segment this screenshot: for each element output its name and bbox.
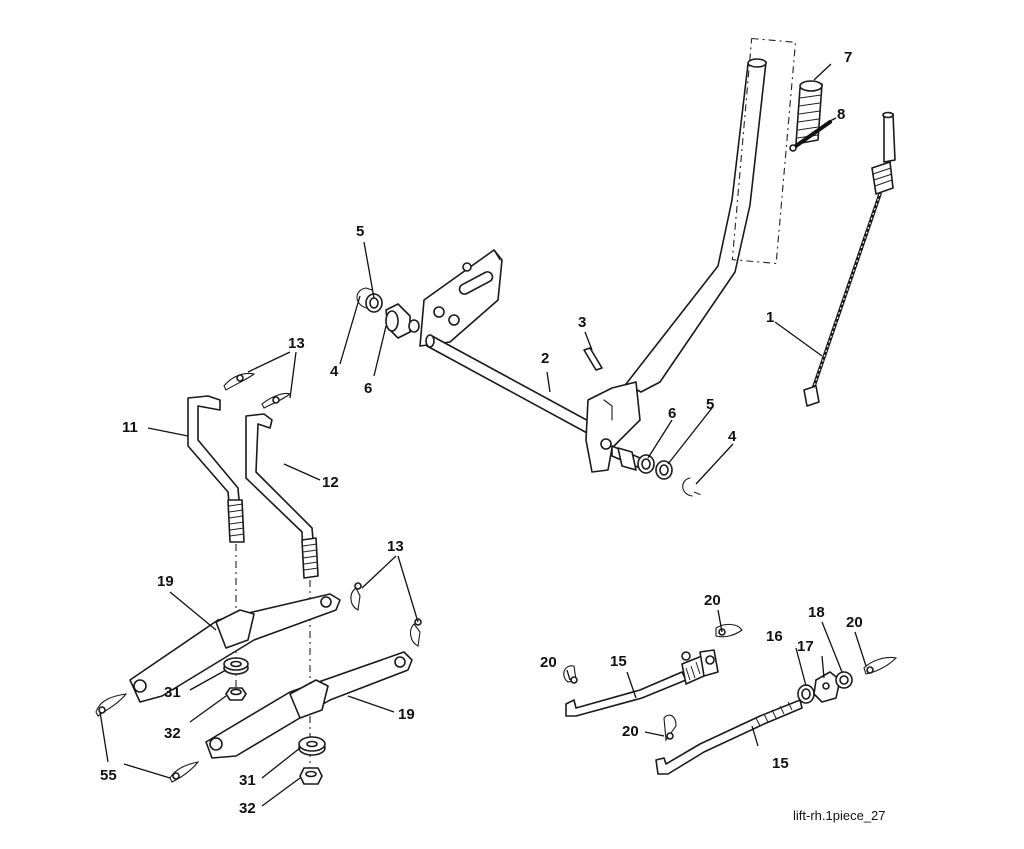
hairpin-clips-upper <box>223 372 292 409</box>
height-adjuster-rod <box>803 111 896 407</box>
trunnion-block <box>813 671 841 703</box>
callout-31-upper: 31 <box>164 684 181 701</box>
washer-lower <box>298 736 326 756</box>
right-hardware <box>617 447 705 497</box>
callout-15-upper: 15 <box>610 653 627 670</box>
callout-32-lower: 32 <box>239 800 256 817</box>
callout-20-left: 20 <box>540 654 557 671</box>
callout-2: 2 <box>541 350 549 367</box>
callout-4-left: 4 <box>330 363 339 380</box>
nut-upper <box>225 687 247 701</box>
hairpin-clips-20 <box>563 623 898 742</box>
grip-pin <box>789 120 832 152</box>
hairpin-clips-55 <box>95 693 200 783</box>
hairpin-clips-lower <box>350 582 422 647</box>
lift-arm-lower <box>205 651 413 759</box>
spring <box>797 684 815 704</box>
callout-4-right: 4 <box>728 428 737 445</box>
lift-link-12 <box>245 413 319 579</box>
figure-id: lift-rh.1piece_27 <box>793 808 886 823</box>
callout-20-right: 20 <box>846 614 863 631</box>
lift-shaft <box>425 334 606 441</box>
lift-handle <box>625 37 797 393</box>
lift-rod-lower <box>655 699 803 775</box>
callout-15-lower: 15 <box>772 755 789 772</box>
callout-5-right: 5 <box>706 396 714 413</box>
callout-3: 3 <box>578 314 586 331</box>
roll-pin <box>583 347 603 371</box>
callout-20-lower: 20 <box>622 723 639 740</box>
callout-13-lower: 13 <box>387 538 404 555</box>
lift-link-11 <box>187 395 245 543</box>
callout-11: 11 <box>122 419 138 436</box>
leader-lines <box>99 63 867 807</box>
callout-5-left: 5 <box>356 223 364 240</box>
callout-19-upper: 19 <box>157 573 174 590</box>
callout-1: 1 <box>766 309 774 326</box>
callout-18: 18 <box>808 604 825 621</box>
callout-55: 55 <box>100 767 117 784</box>
callout-31-lower: 31 <box>239 772 256 789</box>
lift-arm-upper <box>129 593 341 703</box>
callout-8: 8 <box>837 106 845 123</box>
callout-16: 16 <box>766 628 783 645</box>
lift-rod-upper <box>565 649 719 717</box>
callout-32-upper: 32 <box>164 725 181 742</box>
mounting-plate <box>419 249 503 347</box>
callout-12: 12 <box>322 474 339 491</box>
grip-phantom-outline <box>731 37 797 265</box>
nut-lower <box>299 767 323 785</box>
callout-6-right: 6 <box>668 405 676 422</box>
adjust-nut <box>835 671 853 689</box>
callout-labels: 1 2 3 4 5 6 7 8 11 12 13 13 19 19 31 32 … <box>100 49 863 817</box>
washer-upper <box>223 657 249 675</box>
callout-6-left: 6 <box>364 380 372 397</box>
callout-19-lower: 19 <box>398 706 415 723</box>
handle-grip <box>795 80 823 145</box>
callout-17: 17 <box>797 638 814 655</box>
left-hardware <box>356 287 420 339</box>
callout-20-upper: 20 <box>704 592 721 609</box>
callout-13-upper: 13 <box>288 335 305 352</box>
callout-7: 7 <box>844 49 852 66</box>
